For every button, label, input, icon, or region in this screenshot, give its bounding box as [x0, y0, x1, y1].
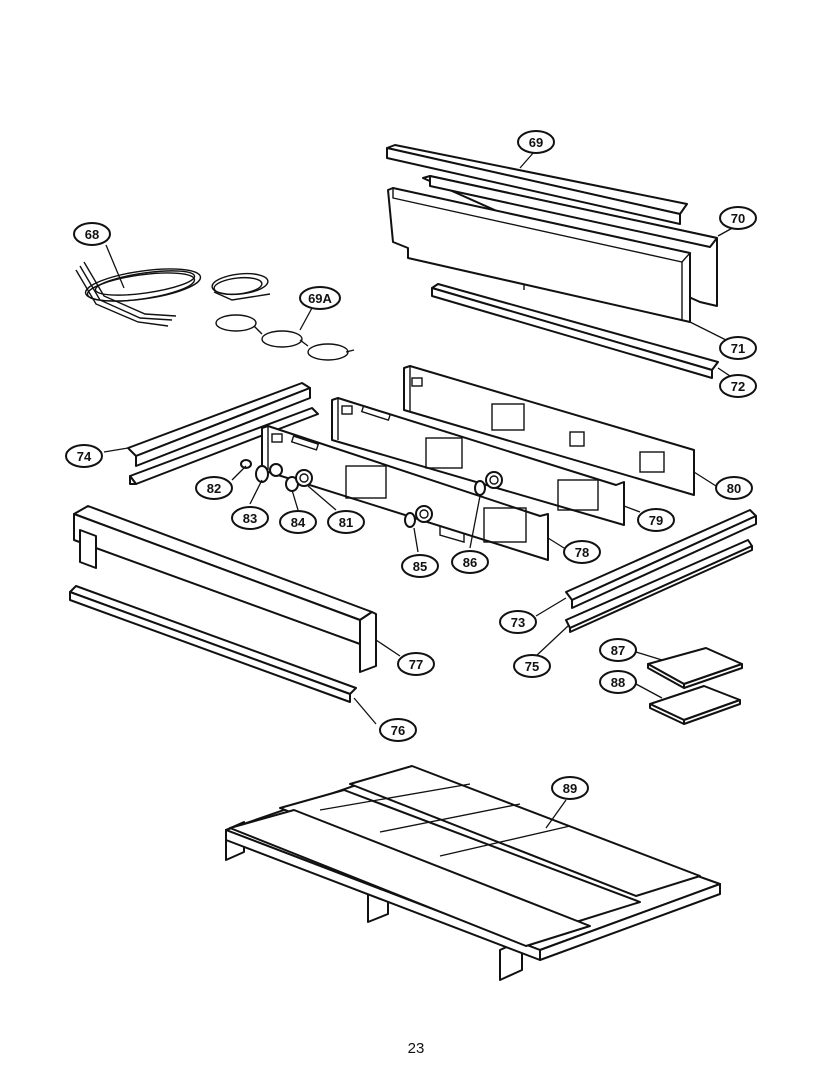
- part-75-side-strip: [565, 539, 753, 633]
- callout-73: 73: [499, 610, 537, 634]
- part-87-manual: [647, 647, 743, 689]
- callout-79-label: 79: [649, 513, 663, 528]
- part-82-screw: [240, 459, 252, 469]
- callout-89: 89: [551, 776, 589, 800]
- callout-71: 71: [719, 336, 757, 360]
- callout-80-label: 80: [727, 481, 741, 496]
- callout-81: 81: [327, 510, 365, 534]
- callout-85: 85: [401, 554, 439, 578]
- callout-76: 76: [379, 718, 417, 742]
- part-72-lower-strip: [431, 283, 719, 379]
- part-88-manual: [649, 685, 741, 725]
- callout-77: 77: [397, 652, 435, 676]
- callout-77-label: 77: [409, 657, 423, 672]
- part-76-front-strip: [69, 585, 357, 703]
- callout-71-label: 71: [731, 341, 745, 356]
- part-73-side-rail: [565, 509, 757, 609]
- callout-76-label: 76: [391, 723, 405, 738]
- callout-87-label: 87: [611, 643, 625, 658]
- callout-88-label: 88: [611, 675, 625, 690]
- callout-69a-label: 69A: [308, 291, 332, 306]
- callout-84-label: 84: [291, 515, 306, 530]
- callout-81-label: 81: [339, 515, 353, 530]
- page-number: 23: [407, 1040, 425, 1057]
- part-69-top-trim: [386, 144, 688, 225]
- part-86-knob: [474, 471, 503, 496]
- callout-82-label: 82: [207, 481, 221, 496]
- callout-74: 74: [65, 444, 103, 468]
- callout-75-label: 75: [525, 659, 539, 674]
- callout-88: 88: [599, 670, 637, 694]
- part-77-front-trim: [73, 505, 377, 673]
- callout-80: 80: [715, 476, 753, 500]
- part-68-wire-harness: [75, 261, 202, 327]
- callout-86-label: 86: [463, 555, 477, 570]
- callout-78: 78: [563, 540, 601, 564]
- callout-79: 79: [637, 508, 675, 532]
- callout-72: 72: [719, 374, 757, 398]
- callout-69-label: 69: [529, 135, 543, 150]
- callout-84: 84: [279, 510, 317, 534]
- part-81-valve: [295, 469, 313, 487]
- callout-68-label: 68: [85, 227, 99, 242]
- callout-83-label: 83: [243, 511, 257, 526]
- callout-69: 69: [517, 130, 555, 154]
- callout-75: 75: [513, 654, 551, 678]
- part-83-knob: [255, 463, 283, 483]
- callout-78-label: 78: [575, 545, 589, 560]
- callout-70-label: 70: [731, 211, 745, 226]
- callout-86: 86: [451, 550, 489, 574]
- leader-lines: [103, 151, 737, 829]
- callout-72-label: 72: [731, 379, 745, 394]
- callout-87: 87: [599, 638, 637, 662]
- callout-89-label: 89: [563, 781, 577, 796]
- callout-83: 83: [231, 506, 269, 530]
- callout-85-label: 85: [413, 559, 427, 574]
- callout-73-label: 73: [511, 615, 525, 630]
- part-79-control-panel: [331, 397, 625, 526]
- callout-69a: 69A: [299, 286, 341, 310]
- part-71-back-panel: [387, 187, 692, 323]
- part-89-pallet: [225, 765, 721, 981]
- callout-70: 70: [719, 206, 757, 230]
- part-69a-wire-loops: [211, 272, 355, 361]
- callout-74-label: 74: [77, 449, 92, 464]
- part-85-knob: [404, 505, 433, 528]
- callout-82: 82: [195, 476, 233, 500]
- callout-68: 68: [73, 222, 111, 246]
